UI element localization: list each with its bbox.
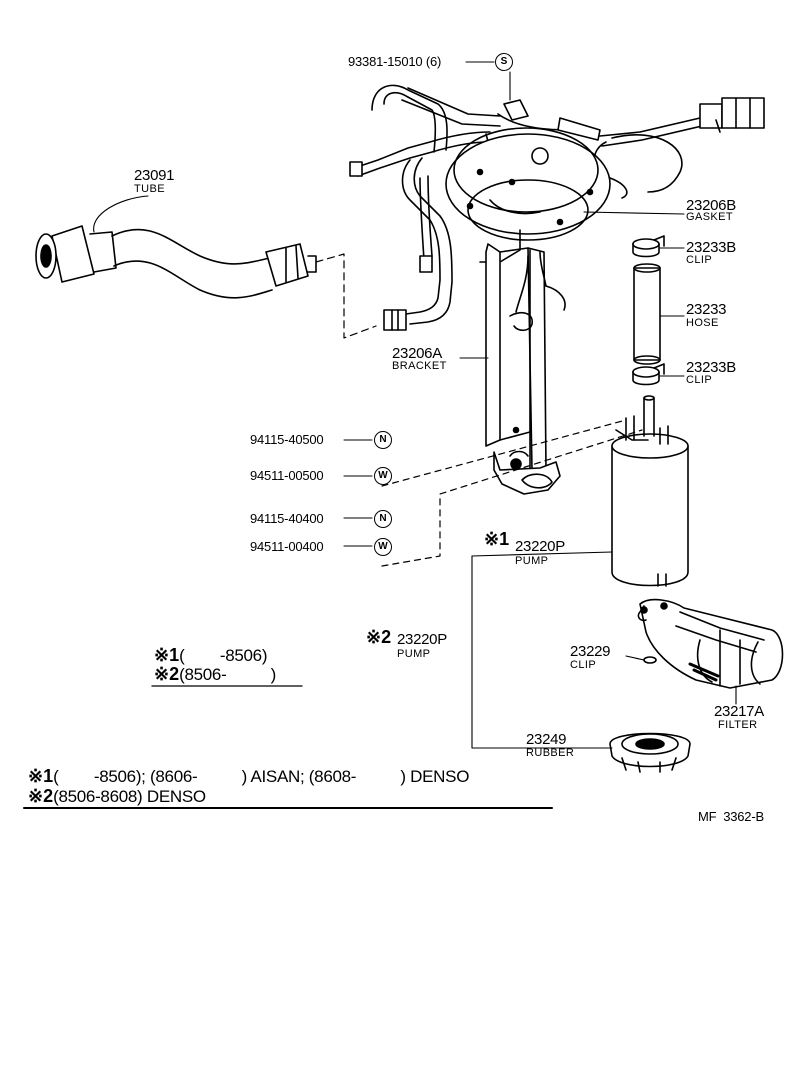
legend-line-2: ※2(8506- )	[154, 664, 276, 685]
washer-symbol-icon: W	[374, 538, 392, 556]
tube-part	[35, 225, 317, 299]
callout-filter-number: 23217A	[714, 703, 764, 720]
legend-text-1: ( -8506)	[179, 646, 268, 665]
legend-text-2: (8506- )	[179, 665, 277, 684]
callout-filter-name: FILTER	[718, 719, 758, 731]
stud-dashed-lines	[381, 419, 643, 567]
callout-clip-small-name: CLIP	[570, 659, 597, 671]
pump2-mark: ※2	[366, 627, 392, 647]
callout-bracket-number: 23206A	[392, 345, 442, 362]
callout-washer-400-number: 94511-00400	[250, 539, 324, 554]
callout-tube-number: 23091	[134, 167, 175, 184]
legend-line-1: ※1( -8506)	[154, 645, 267, 666]
nut-symbol-icon: N	[374, 431, 392, 449]
rubber-part	[609, 732, 691, 773]
note-text-1: ( -8506); (8606- ) AISAN; (8608- ) DENSO	[53, 767, 470, 786]
hose-assembly	[632, 235, 665, 386]
callout-pump2-number: 23220P	[397, 631, 447, 648]
note-line-1: ※1( -8506); (8606- ) AISAN; (8608- ) DEN…	[28, 766, 469, 787]
callout-nut-500-number: 94115-40500	[250, 432, 324, 447]
bracket-part	[485, 243, 566, 495]
figure-code: MF 3362-B	[698, 809, 764, 824]
gasket-flange	[445, 99, 611, 263]
washer-symbol-icon: W	[374, 467, 392, 485]
rule-lines	[23, 685, 553, 809]
fuel-pump	[611, 395, 689, 587]
callout-clip-lower-name: CLIP	[686, 374, 713, 386]
nut-symbol-icon: N	[374, 510, 392, 528]
callout-tube-name: TUBE	[134, 183, 165, 195]
fuel-filter	[637, 598, 784, 689]
callout-clip-lower-number: 23233B	[686, 359, 736, 376]
callout-bracket-name: BRACKET	[392, 360, 447, 372]
callout-clip-small-number: 23229	[570, 643, 611, 660]
callout-pump2-name: PUMP	[397, 648, 431, 660]
callout-rubber-number: 23249	[526, 731, 567, 748]
note-mark-2: ※2	[28, 786, 54, 806]
callout-clip-upper-name: CLIP	[686, 254, 713, 266]
callout-gasket-number: 23206B	[686, 197, 736, 214]
tube-connection-dashes	[315, 253, 377, 339]
callout-screw-number: 93381-15010 (6)	[348, 54, 442, 69]
callout-pump1-name: PUMP	[515, 555, 549, 567]
note-text-2: (8506-8608) DENSO	[53, 787, 206, 806]
callout-pump1-number: 23220P	[515, 538, 565, 555]
small-clip-part	[643, 656, 657, 664]
leader-lines	[93, 61, 737, 749]
legend-mark-2: ※2	[154, 664, 180, 684]
note-mark-1: ※1	[28, 766, 54, 786]
callout-clip-upper-number: 23233B	[686, 239, 736, 256]
callout-hose-number: 23233	[686, 301, 727, 318]
note-line-2: ※2(8506-8608) DENSO	[28, 786, 206, 807]
legend-mark-1: ※1	[154, 645, 180, 665]
callout-nut-400-number: 94115-40400	[250, 511, 324, 526]
wiring-harness	[593, 97, 765, 199]
screw-symbol-icon: S	[495, 53, 513, 71]
callout-gasket-name: GASKET	[686, 211, 734, 223]
callout-rubber-name: RUBBER	[526, 747, 575, 759]
pump1-mark: ※1	[484, 529, 510, 549]
callout-hose-name: HOSE	[686, 317, 719, 329]
callout-washer-500-number: 94511-00500	[250, 468, 324, 483]
